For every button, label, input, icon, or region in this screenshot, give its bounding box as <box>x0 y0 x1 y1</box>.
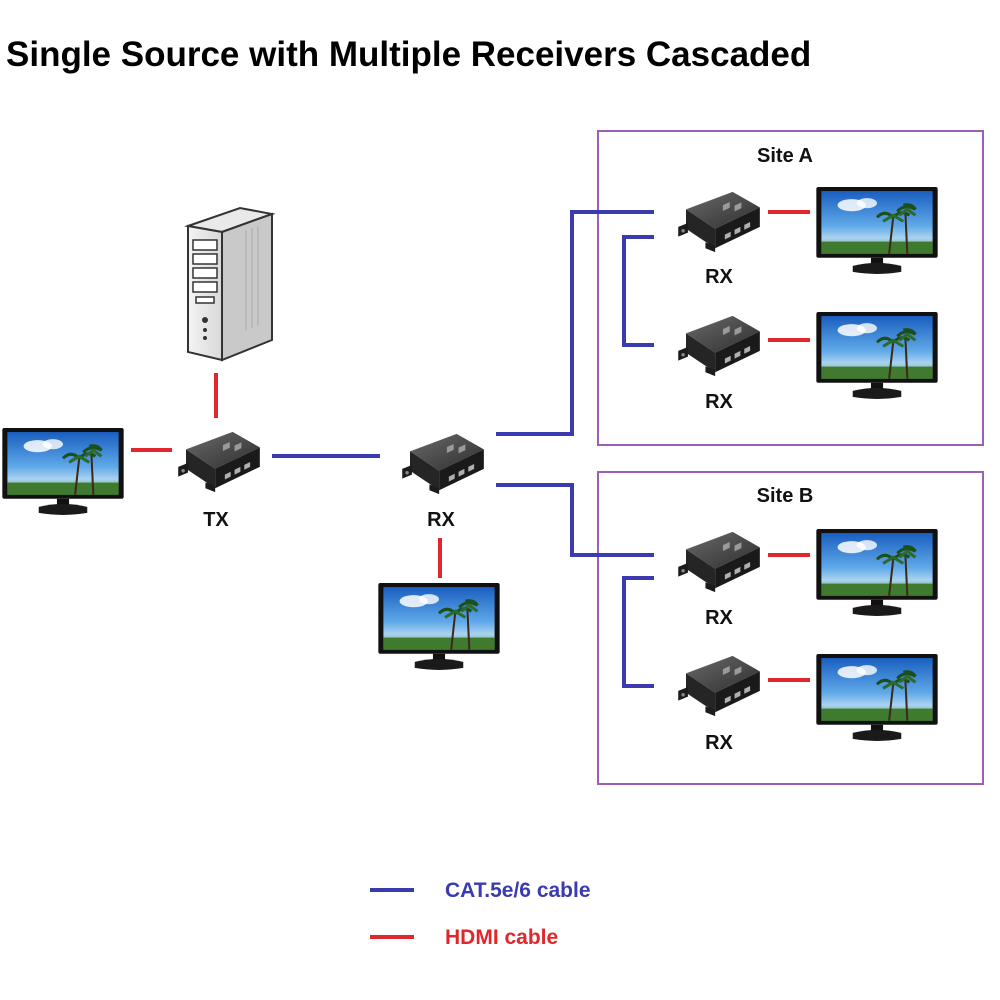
tx-label: TX <box>203 509 229 531</box>
rx-b2-label: RX <box>705 732 733 754</box>
hdmi-cables <box>131 210 810 682</box>
rx-a1-label: RX <box>705 266 733 288</box>
cat-cable-rx-site-a <box>496 210 654 436</box>
rx-a2-extender-icon <box>678 315 760 377</box>
rx-a1-extender-icon <box>678 191 760 253</box>
legend-cat-label: CAT.5e/6 cable <box>445 879 591 902</box>
monitor-site-a-2-icon <box>816 312 938 401</box>
site-a-title: Site A <box>757 145 813 167</box>
site-b-title: Site B <box>757 485 814 507</box>
rx-b1-extender-icon <box>678 531 760 593</box>
legend: CAT.5e/6 cable HDMI cable <box>370 879 591 949</box>
tx-extender-icon <box>178 431 260 493</box>
legend-hdmi-label: HDMI cable <box>445 926 558 949</box>
monitor-site-b-1-icon <box>816 529 938 618</box>
monitor-rx-icon <box>378 583 500 672</box>
site-a-box <box>597 130 984 446</box>
rx-a2-label: RX <box>705 391 733 413</box>
rx-b2-extender-icon <box>678 655 760 717</box>
monitor-site-b-2-icon <box>816 654 938 743</box>
monitor-site-a-1-icon <box>816 187 938 276</box>
cat-cable-rx-site-b <box>496 483 654 557</box>
page-title: Single Source with Multiple Receivers Ca… <box>6 35 811 74</box>
rx-main-label: RX <box>427 509 455 531</box>
monitor-local-icon <box>2 428 124 517</box>
rx-b1-label: RX <box>705 607 733 629</box>
pc-tower-icon <box>184 206 276 362</box>
site-b-box <box>597 471 984 785</box>
cat-cable-site-a-cascade <box>622 235 654 347</box>
cat-cables <box>272 210 654 688</box>
cat-cable-site-b-cascade <box>622 576 654 688</box>
rx-main-extender-icon <box>402 433 484 495</box>
